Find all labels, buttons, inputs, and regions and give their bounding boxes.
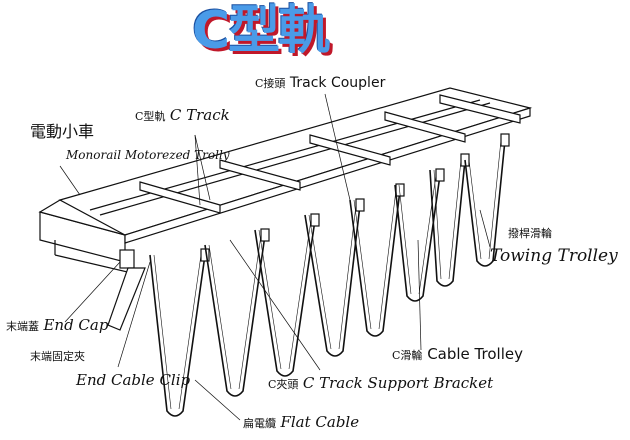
label-trolley-zh: 電動小車 <box>30 122 95 141</box>
label-en: C Track Support Bracket <box>302 374 494 392</box>
label-en: Track Coupler <box>289 75 386 91</box>
crossbar <box>309 134 391 166</box>
label-track-coupler: C接頭 Track Coupler <box>255 74 385 93</box>
label-zh: 扁電纜 <box>243 417 276 430</box>
flat-cable-edge <box>433 159 462 280</box>
end-cap <box>107 249 146 331</box>
flat-cable-loop <box>304 204 361 357</box>
label-zh: C接頭 <box>255 77 286 90</box>
flat-cable-loop <box>204 234 266 397</box>
flat-cable-loop <box>394 174 441 302</box>
flat-cable-loop <box>464 139 506 267</box>
label-endclip-zh: 末端固定夾 <box>30 350 85 363</box>
flat-cable-edge <box>398 174 437 295</box>
flat-cable-edge <box>353 189 397 330</box>
flat-cable-loop <box>149 254 206 417</box>
label-en: End Cap <box>43 316 109 334</box>
label-support-bracket: C夾頭 C Track Support Bracket <box>268 374 493 394</box>
label-flat-cable: 扁電纜 Flat Cable <box>243 413 359 433</box>
label-zh: C夾頭 <box>268 378 299 391</box>
crossbar <box>219 159 301 191</box>
label-en: Flat Cable <box>280 413 360 431</box>
flat-cable-loops <box>149 133 510 417</box>
label-en: C Track <box>169 106 230 124</box>
label-end-cap: 末端蓋 End Cap <box>6 316 108 336</box>
flat-cable-edge <box>468 139 502 260</box>
leader-lines <box>59 93 491 421</box>
flat-cable-loop <box>349 189 401 337</box>
cable-trolley <box>355 198 365 212</box>
crossbar <box>139 181 221 214</box>
cable-trolley <box>435 168 445 182</box>
label-towing-en: Towing Trolley <box>490 246 618 266</box>
flat-cable-edge <box>258 219 312 370</box>
flat-cable-edge <box>208 234 262 390</box>
label-cable-trolley: C滑輪 Cable Trolley <box>392 345 523 365</box>
diagram-title: C型軌 <box>192 1 330 61</box>
label-zh: C型軌 <box>135 110 166 123</box>
label-en: Cable Trolley <box>427 345 523 363</box>
label-c-track: C型軌 C Track <box>135 106 230 126</box>
cable-trolley <box>500 133 510 147</box>
crossbars <box>139 94 521 214</box>
crossbar <box>439 94 521 124</box>
label-trolley-en: Monorail Motorezed Trolly <box>66 148 230 162</box>
label-endclip-en: End Cable Clip <box>76 371 191 389</box>
label-towing-zh: 撥桿滑輪 <box>508 227 552 240</box>
label-zh: 末端蓋 <box>6 320 39 333</box>
flat-cable-loop <box>254 219 316 377</box>
flat-cable-edge <box>308 204 357 350</box>
crossbar <box>384 111 466 143</box>
cable-trolley <box>260 228 270 242</box>
label-zh: C滑輪 <box>392 349 423 362</box>
flat-cable-loop <box>429 159 466 287</box>
flat-cable-edge <box>153 254 202 410</box>
cable-trolley <box>310 213 320 227</box>
